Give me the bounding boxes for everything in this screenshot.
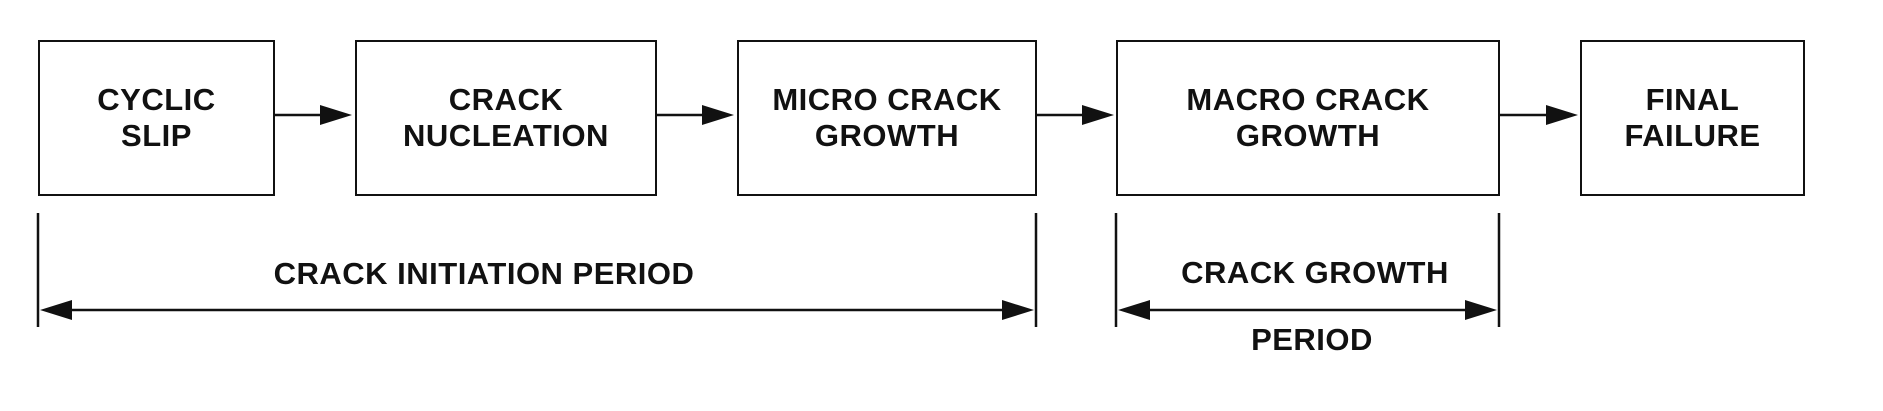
box-crack-nucleation-line-2: NUCLEATION bbox=[403, 118, 609, 153]
growth-period-dimension bbox=[1114, 213, 1501, 327]
box-final-failure-line-1: FINAL bbox=[1645, 82, 1740, 117]
initiation-right-arrowhead bbox=[1002, 300, 1034, 320]
box-micro-crack-growth-line-2: GROWTH bbox=[814, 118, 960, 153]
flow-arrows bbox=[275, 105, 1578, 125]
box-cyclic-slip-line-2: SLIP bbox=[121, 118, 192, 153]
arrow-nucleation-to-micro bbox=[657, 105, 734, 125]
growth-left-arrowhead bbox=[1118, 300, 1150, 320]
box-micro-crack-growth-line-1: MICRO CRACK bbox=[772, 82, 1002, 117]
box-macro-crack-growth: MACRO CRACK GROWTH bbox=[1116, 40, 1500, 196]
arrow-micro-to-macro bbox=[1037, 105, 1114, 125]
growth-period-label-line-1: CRACK GROWTH bbox=[1181, 255, 1449, 290]
initiation-period-dimension bbox=[36, 213, 1038, 327]
box-cyclic-slip: CYCLIC SLIP bbox=[38, 40, 275, 196]
box-final-failure-line-2: FAILURE bbox=[1624, 118, 1761, 153]
box-crack-nucleation: CRACK NUCLEATION bbox=[355, 40, 657, 196]
box-final-failure: FINAL FAILURE bbox=[1580, 40, 1805, 196]
box-macro-crack-growth-line-2: GROWTH bbox=[1235, 118, 1381, 153]
initiation-left-arrowhead bbox=[40, 300, 72, 320]
box-macro-crack-growth-line-1: MACRO CRACK bbox=[1186, 82, 1430, 117]
arrow-cyclic-to-nucleation bbox=[275, 105, 352, 125]
arrow-macro-to-final bbox=[1500, 105, 1578, 125]
box-cyclic-slip-line-1: CYCLIC bbox=[97, 82, 216, 117]
box-crack-nucleation-line-1: CRACK bbox=[448, 82, 564, 117]
growth-right-arrowhead bbox=[1465, 300, 1497, 320]
initiation-period-label: CRACK INITIATION PERIOD bbox=[273, 256, 695, 291]
box-micro-crack-growth: MICRO CRACK GROWTH bbox=[737, 40, 1037, 196]
growth-period-label-line-2: PERIOD bbox=[1251, 322, 1373, 357]
